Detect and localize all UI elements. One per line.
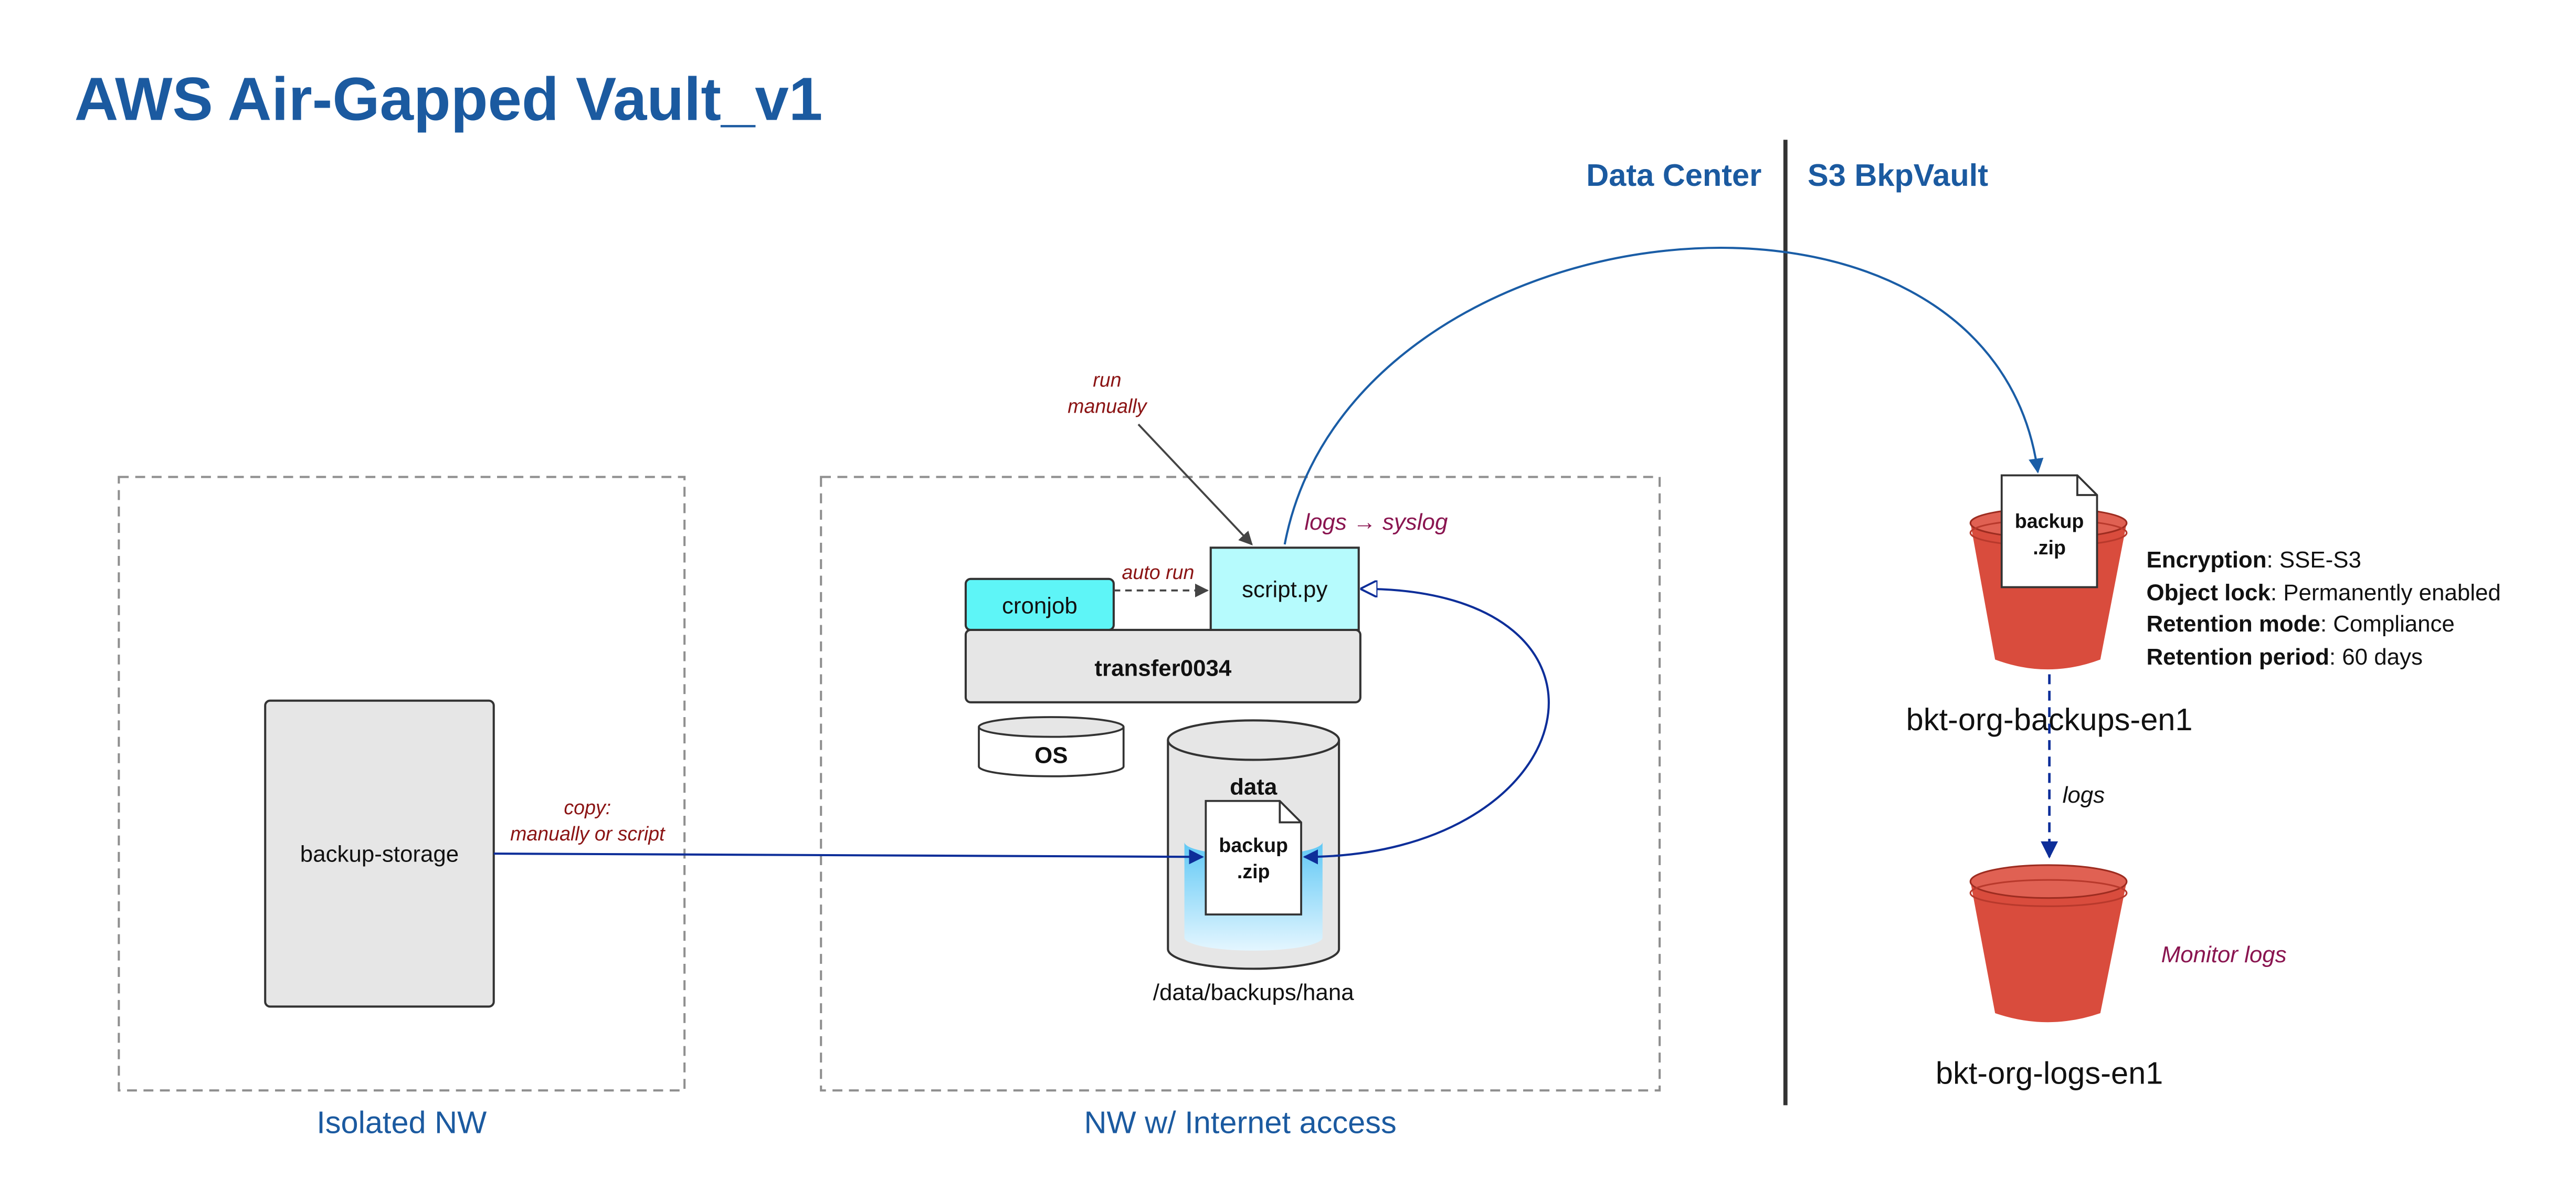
backup-file-vault[interactable]: backup .zip xyxy=(2000,474,2098,588)
data-path-label: /data/backups/hana xyxy=(1153,980,1354,1005)
backup-file-vault-line2: .zip xyxy=(2033,537,2066,559)
server-label: transfer0034 xyxy=(1094,656,1231,681)
monitor-logs-annotation: Monitor logs xyxy=(2161,942,2287,967)
backup-storage-label: backup-storage xyxy=(300,842,459,867)
data-center-header: Data Center xyxy=(1586,157,1761,193)
bucket-setting-retention-mode: Retention mode: Compliance xyxy=(2146,611,2454,637)
copy-annotation-line2: manually or script xyxy=(510,823,666,845)
script-box[interactable]: script.py xyxy=(1209,546,1360,631)
logs-bucket-icon[interactable] xyxy=(1969,864,2128,1023)
backup-file-local-line1: backup xyxy=(1219,834,1288,856)
logs-annotation: logs xyxy=(2063,782,2105,808)
auto-run-annotation: auto run xyxy=(1122,561,1195,583)
bucket-setting-retention-period: Retention period: 60 days xyxy=(2146,644,2422,670)
os-disk: OS xyxy=(978,716,1125,777)
s3-vault-header: S3 BkpVault xyxy=(1808,157,1988,193)
bucket-setting-object-lock: Object lock: Permanently enabled xyxy=(2146,580,2500,606)
bucket-settings: Encryption: SSE-S3 Object lock: Permanen… xyxy=(2146,547,2500,670)
data-volume-label: data xyxy=(1230,774,1278,800)
logs-bucket-label: bkt-org-logs-en1 xyxy=(1936,1056,2163,1091)
transfer-server[interactable]: transfer0034 xyxy=(964,628,1361,703)
cronjob-box[interactable]: cronjob xyxy=(964,577,1115,631)
backup-file-vault-line1: backup xyxy=(2015,510,2084,532)
run-annotation-line2: manually xyxy=(1068,395,1148,417)
bucket-setting-encryption: Encryption: SSE-S3 xyxy=(2146,547,2361,573)
run-annotation-line1: run xyxy=(1093,369,1121,391)
copy-arrow xyxy=(493,849,1204,865)
backup-file-local[interactable]: backup .zip xyxy=(1205,800,1302,916)
internet-network-label: NW w/ Internet access xyxy=(1084,1105,1396,1140)
logs-syslog-annotation: logs → syslog xyxy=(1304,509,1448,535)
os-label: OS xyxy=(1034,743,1068,769)
script-data-loop-arrow xyxy=(1304,589,1550,857)
isolated-network-zone xyxy=(118,476,686,1092)
script-label: script.py xyxy=(1242,576,1327,602)
diagram-title: AWS Air-Gapped Vault_v1 xyxy=(75,65,823,133)
run-manually-arrow xyxy=(1137,424,1253,545)
copy-annotation-line1: copy: xyxy=(564,796,611,818)
internet-network-zone xyxy=(820,476,1661,1092)
cronjob-label: cronjob xyxy=(1002,593,1078,619)
backup-storage-node[interactable]: backup-storage xyxy=(264,699,495,1008)
isolated-network-label: Isolated NW xyxy=(316,1105,487,1140)
backup-file-local-line2: .zip xyxy=(1237,860,1270,882)
upload-arc-arrow xyxy=(1283,247,2044,545)
